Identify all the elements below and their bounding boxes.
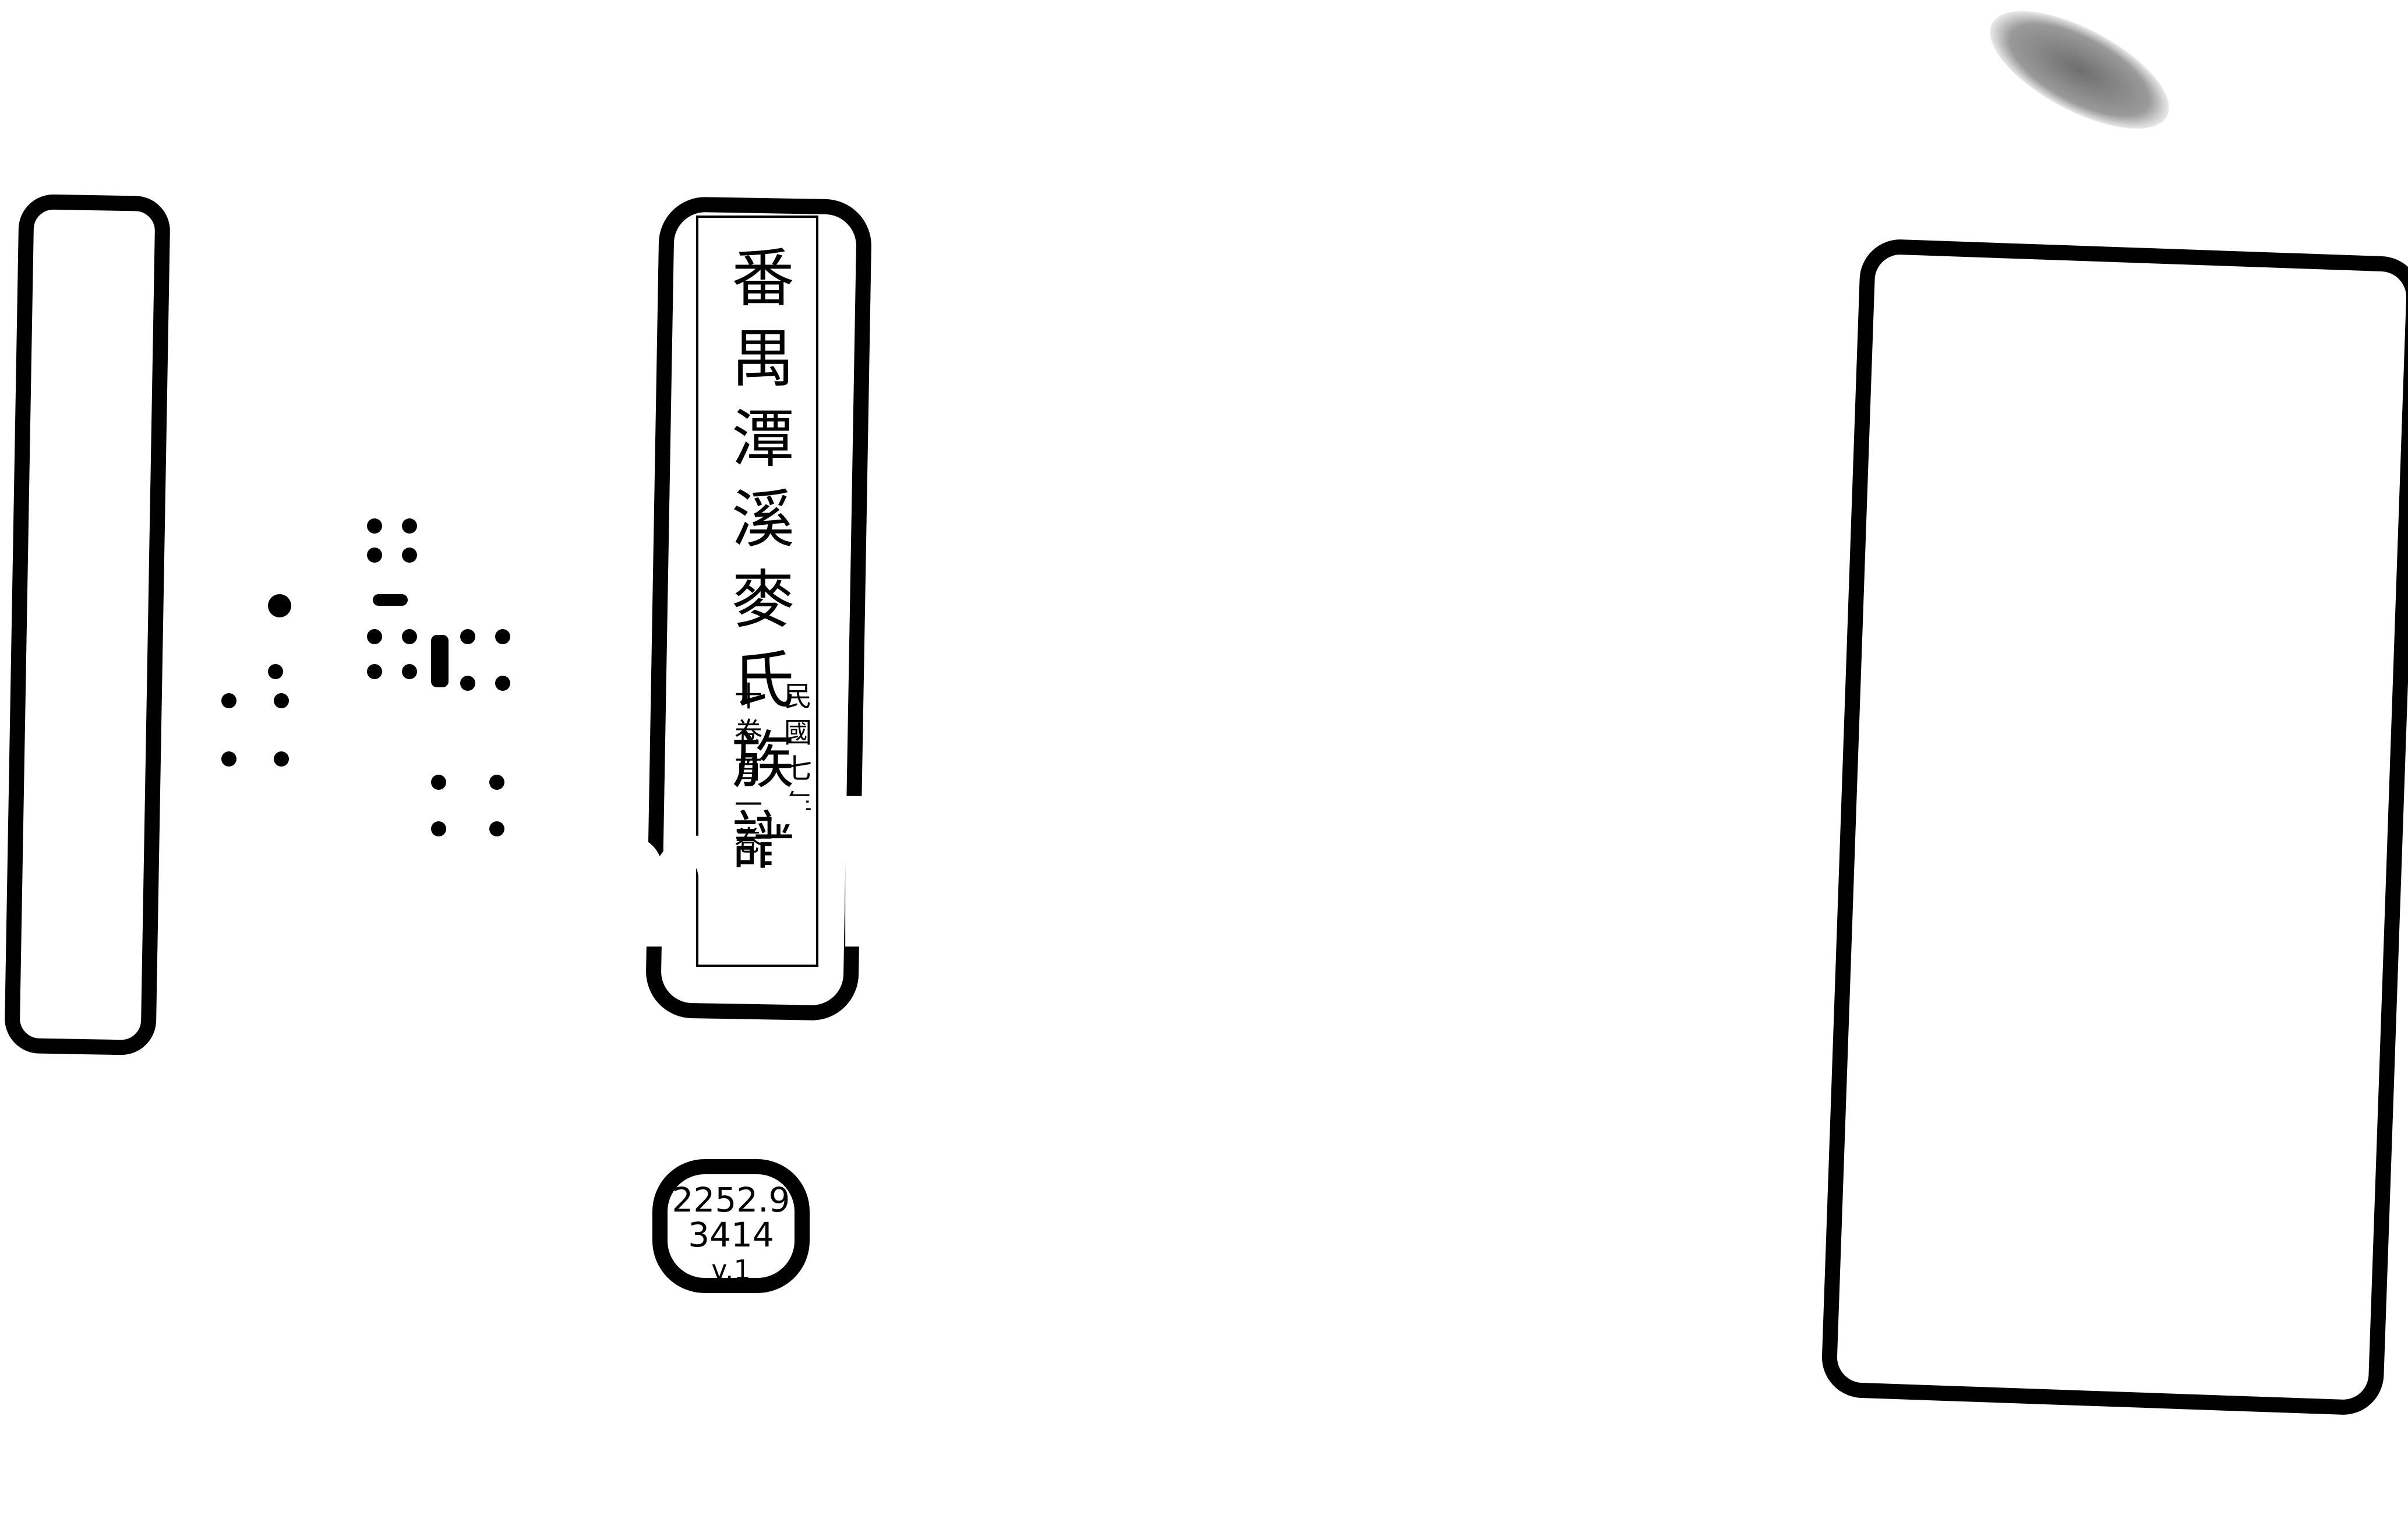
call-number-line3: v.1 <box>711 1254 751 1286</box>
title-label-strip <box>696 216 818 967</box>
front-cover-frame <box>1820 238 2408 1417</box>
book-subtitle-left: 十卷首一卷 <box>729 681 762 862</box>
spine-frame <box>4 193 171 1056</box>
call-number-line2: 3414 <box>688 1215 774 1255</box>
call-number-label <box>652 1159 810 1293</box>
familysearch-logo-icon <box>210 507 559 836</box>
call-number-line1: 2252.9 <box>672 1180 790 1220</box>
familysearch-watermark: FamilySearch <box>274 763 1839 994</box>
book-subtitle-right: 民國七年 <box>779 681 811 826</box>
ink-stamp <box>1973 0 2186 153</box>
call-number: 2252.9 3414 v.1 <box>670 1182 792 1287</box>
book-title: 番禺潭溪麥氏族譜 <box>721 245 794 888</box>
